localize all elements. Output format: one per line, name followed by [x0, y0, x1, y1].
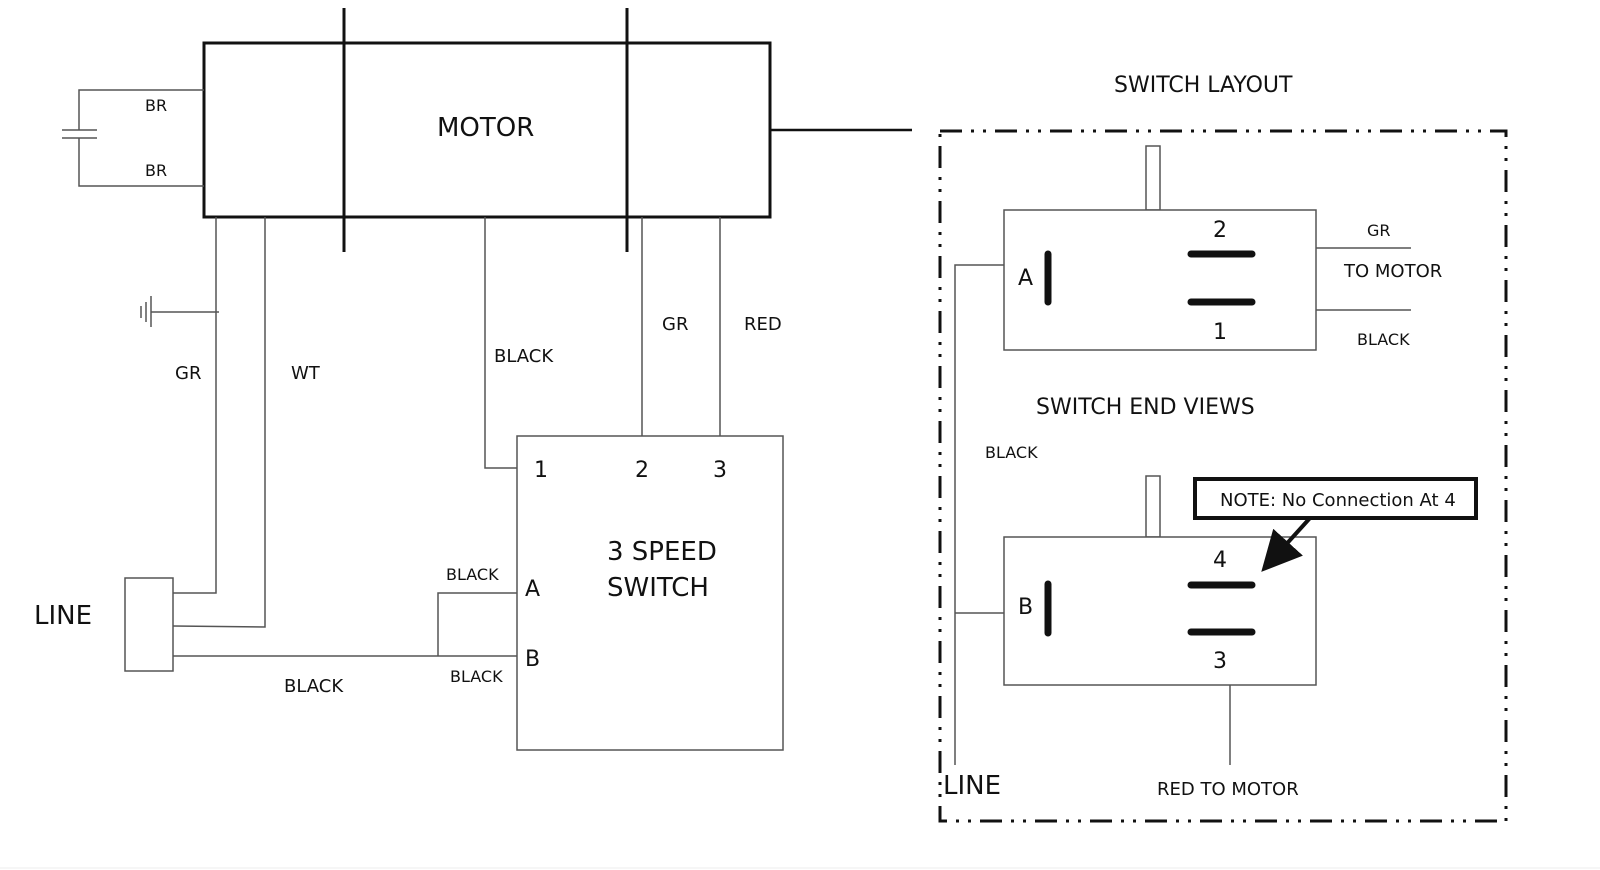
wire-label-black-line: BLACK [284, 676, 344, 697]
wire-gr-label: GR [1367, 221, 1391, 240]
terminal-1: 1 [534, 458, 548, 483]
terminal-a: A [525, 577, 540, 602]
switch-title-line1: 3 SPEED [607, 537, 717, 567]
capacitor-lead-top [78, 89, 204, 130]
switch-toggle-a [1145, 145, 1161, 211]
panel-line-label: LINE [943, 771, 1001, 801]
switch-toggle-b [1145, 475, 1161, 538]
terminal-3: 3 [713, 458, 727, 483]
panel-black-label: BLACK [985, 443, 1038, 462]
switch-layout-border [938, 129, 1508, 823]
capacitor-lead-label-bottom: BR [145, 161, 167, 180]
capacitor-lead-label-top: BR [145, 96, 167, 115]
pole-a-label: A [1018, 266, 1033, 291]
line-plug-label: LINE [34, 601, 92, 631]
switch-end-views-title: SWITCH END VIEWS [1036, 395, 1255, 420]
wire-label-black-a: BLACK [446, 565, 499, 584]
contact-2-label: 2 [1213, 218, 1227, 243]
line-plug [124, 577, 174, 672]
ground-symbol [140, 296, 219, 327]
capacitor-lead-bottom [78, 138, 204, 187]
wire-black-jumper [437, 592, 517, 656]
terminal-b: B [525, 647, 540, 672]
wire-black-label: BLACK [1357, 330, 1410, 349]
switch-layout-title: SWITCH LAYOUT [1114, 73, 1293, 98]
contact-3-label: 3 [1213, 649, 1227, 674]
switch-view-b: B 4 3 RED TO MOTOR [1003, 475, 1317, 800]
wire-green-ground [173, 217, 217, 594]
motor-label: MOTOR [437, 113, 534, 143]
contact-1-label: 1 [1213, 320, 1227, 345]
switch-view-a: A 2 1 GR TO MOTOR BLACK [1003, 145, 1442, 351]
pole-b-label: B [1018, 595, 1033, 620]
wire-label-wt: WT [291, 363, 321, 384]
note-callout: NOTE: No Connection At 4 [1193, 477, 1478, 572]
wire-label-black-1: BLACK [494, 346, 554, 367]
red-to-motor-label: RED TO MOTOR [1157, 779, 1299, 800]
to-motor-label: TO MOTOR [1343, 261, 1442, 282]
wire-black-to-1 [484, 217, 517, 469]
switch-title-line2: SWITCH [607, 573, 709, 603]
note-box [1193, 477, 1478, 520]
motor: MOTOR [202, 8, 912, 252]
wire-label-gr-2: GR [662, 314, 688, 335]
panel-line-wire [954, 264, 1004, 765]
note-arrow [1261, 516, 1312, 572]
contact-4-label: 4 [1213, 548, 1227, 573]
three-speed-switch: 1 2 3 A B 3 SPEED SWITCH [516, 435, 784, 751]
wire-label-black-b: BLACK [450, 667, 503, 686]
wire-white [172, 217, 266, 628]
wire-label-red-3: RED [744, 314, 782, 335]
note-text: NOTE: No Connection At 4 [1220, 490, 1456, 511]
wire-label-gr: GR [175, 363, 201, 384]
terminal-2: 2 [635, 458, 649, 483]
capacitor: BR BR [62, 89, 204, 187]
